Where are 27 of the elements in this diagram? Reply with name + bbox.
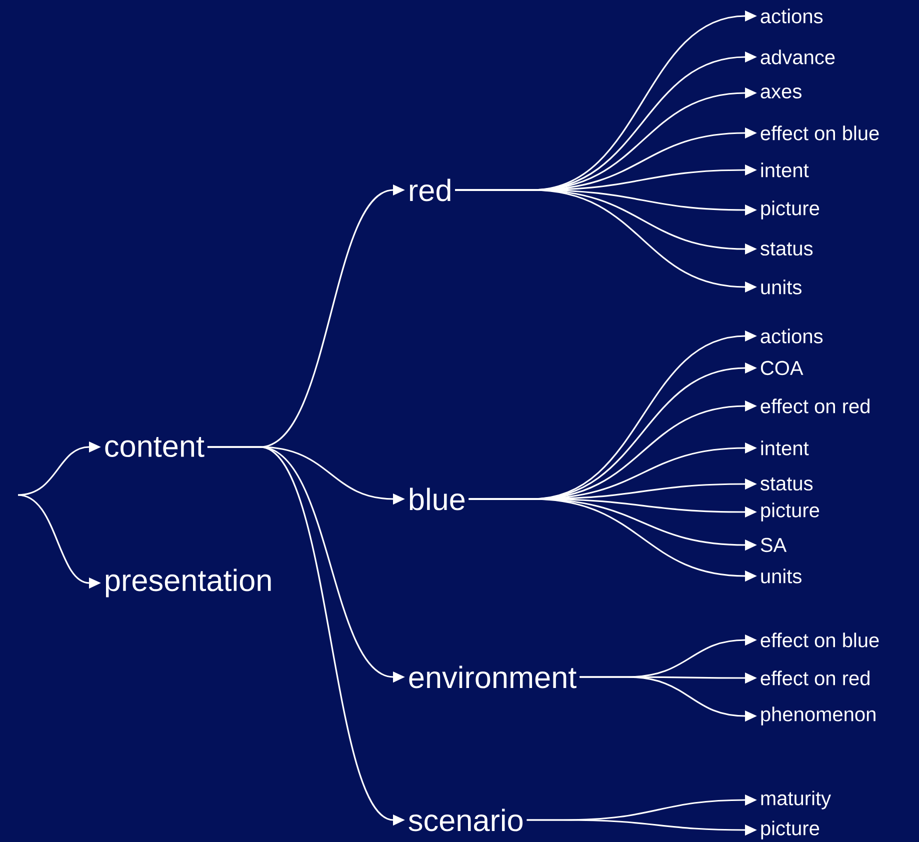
- leaf-label: maturity: [761, 790, 832, 810]
- leaf-label: units: [761, 280, 802, 294]
- leaf-label: effect on red: [760, 670, 870, 686]
- category-label: red: [410, 178, 450, 202]
- leaf-label: units: [761, 568, 802, 584]
- leaf-label: SA: [760, 538, 787, 552]
- leaf-label: intent: [761, 440, 809, 456]
- leaf-label: status: [760, 242, 813, 256]
- leaf-label: axes: [760, 88, 802, 98]
- category-label: scenario: [408, 808, 523, 832]
- category-label: presentation: [106, 568, 271, 598]
- leaf-label: actions: [760, 328, 823, 344]
- category-label: environment: [409, 666, 576, 688]
- leaf-label: picture: [761, 200, 820, 220]
- leaf-label: phenomenon: [761, 706, 876, 726]
- leaf-label: COA: [760, 360, 804, 376]
- leaf-label: picture: [761, 820, 820, 840]
- leaf-label: picture: [761, 502, 820, 522]
- leaf-label: actions: [760, 8, 823, 24]
- category-label: content: [105, 436, 204, 458]
- leaf-label: effect on blue: [760, 126, 879, 140]
- category-label: blue: [410, 488, 465, 510]
- leaf-label: advance: [760, 50, 835, 64]
- leaf-label: intent: [761, 162, 809, 178]
- leaf-label: effect on blue: [760, 632, 879, 648]
- leaf-label: effect on red: [760, 398, 870, 414]
- leaf-label: status: [760, 477, 813, 491]
